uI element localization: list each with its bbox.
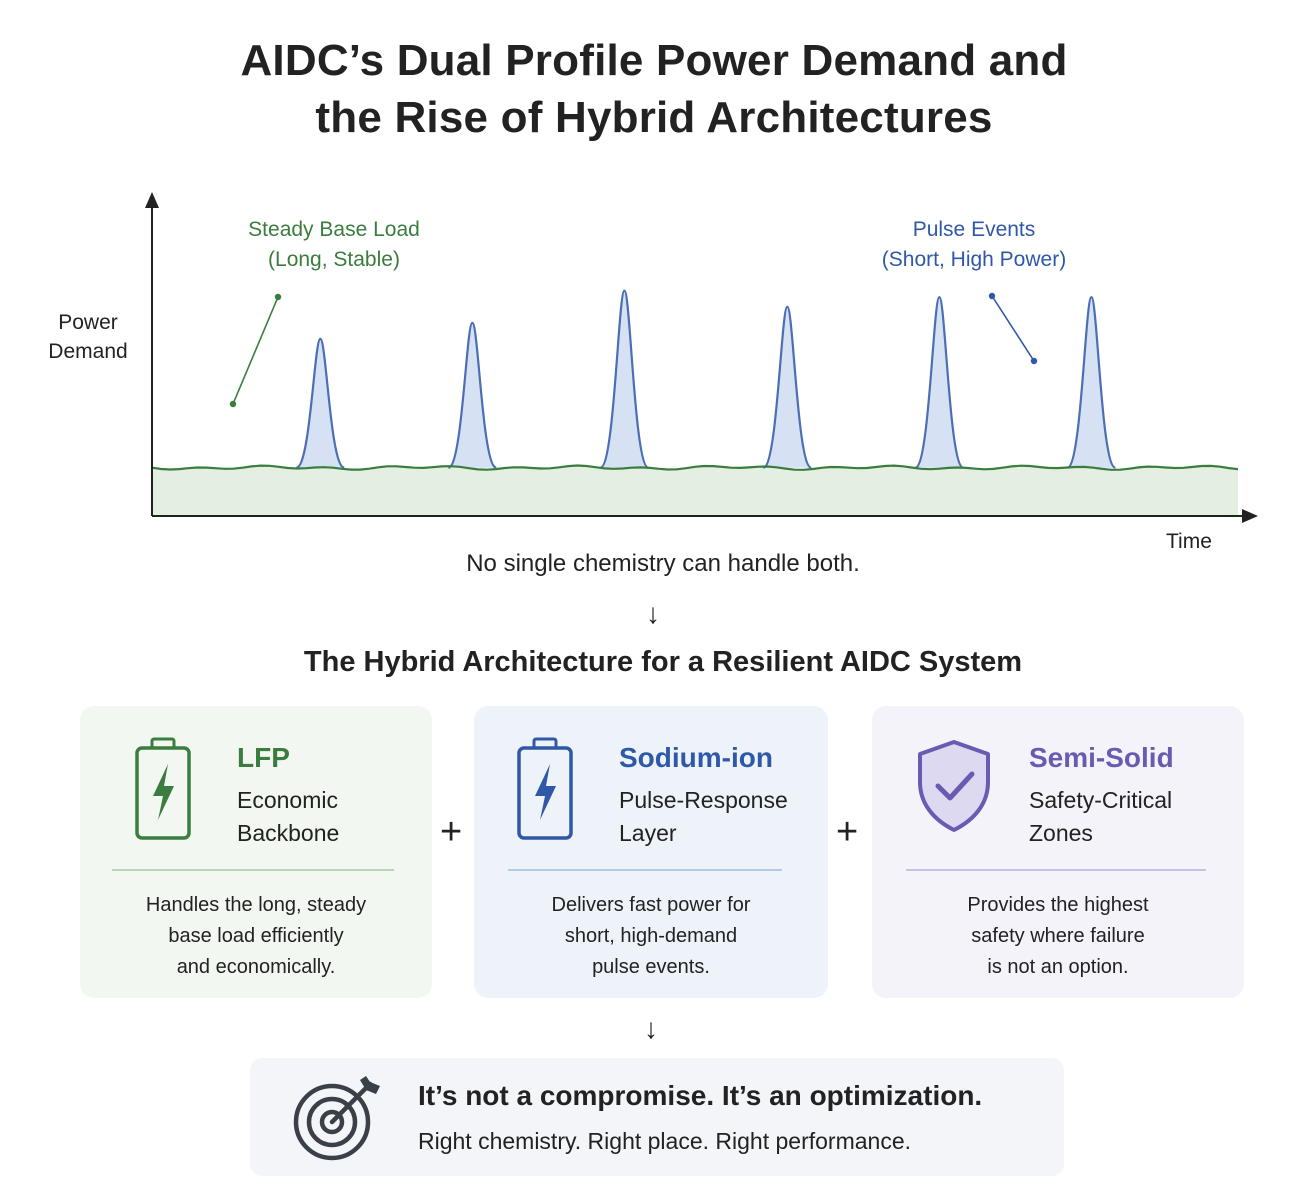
pulse-leader-dot — [1030, 357, 1038, 365]
page-title: AIDC’s Dual Profile Power Demand and the… — [0, 32, 1308, 146]
battery-bolt-icon — [134, 736, 194, 847]
chemistry-note: No single chemistry can handle both. — [466, 550, 860, 577]
card-sodium-ion: Sodium-ion Pulse-Response Layer Delivers… — [474, 706, 828, 998]
pulse-event-4 — [762, 305, 813, 469]
shield-check-icon — [912, 736, 996, 841]
target-arrow-icon — [292, 1074, 384, 1169]
card-sodium-ion-description: Delivers fast power for short, high-dema… — [474, 890, 828, 983]
card-lfp-name: LFP — [237, 742, 290, 773]
y-axis-arrow-icon — [145, 192, 159, 208]
card-sodium-ion-role: Pulse-Response Layer — [619, 784, 788, 850]
y-axis-label-line-2: Demand — [48, 340, 128, 363]
x-axis-label: Time — [1166, 530, 1212, 553]
annotation-pulse-events: Pulse Events (Short, High Power) — [850, 215, 1098, 275]
pulse-leader-dot — [988, 292, 996, 300]
card-lfp: LFP Economic Backbone Handles the long, … — [80, 706, 432, 998]
card-lfp-desc-line-2: base load efficiently — [168, 925, 344, 947]
down-arrow-icon: ↓ — [644, 1013, 658, 1044]
annotation-base-load-line-1: Steady Base Load — [248, 218, 420, 241]
annotation-pulse-line-1: Pulse Events — [912, 218, 1036, 241]
plus-icon: + — [836, 811, 859, 853]
card-semi-solid-desc-line-3: is not an option. — [987, 956, 1129, 978]
pulse-event-1 — [295, 337, 345, 469]
card-lfp-desc-line-3: and economically. — [176, 956, 336, 978]
card-lfp-description: Handles the long, steady base load effic… — [80, 890, 432, 983]
conclusion-tagline: Right chemistry. Right place. Right perf… — [418, 1128, 911, 1154]
card-sodium-ion-name: Sodium-ion — [619, 742, 773, 773]
card-semi-solid-desc-line-1: Provides the highest — [967, 894, 1149, 916]
card-semi-solid-divider — [906, 869, 1206, 871]
base-load-leader-line — [232, 296, 279, 405]
card-lfp-divider — [112, 869, 394, 871]
base-load-leader-dot — [229, 400, 237, 408]
pulse-fill-3 — [600, 290, 649, 468]
card-sodium-ion-desc-line-1: Delivers fast power for — [551, 894, 751, 916]
card-lfp-role-line-1: Economic — [237, 787, 338, 813]
base-load-line — [151, 464, 1239, 471]
pulse-event-2 — [447, 321, 498, 469]
card-sodium-ion-divider — [508, 869, 782, 871]
card-semi-solid-description: Provides the highest safety where failur… — [872, 890, 1244, 983]
title-line-2: the Rise of Hybrid Architectures — [315, 93, 993, 142]
y-axis-label-line-1: Power — [58, 311, 118, 334]
card-semi-solid-role: Safety-Critical Zones — [1029, 784, 1172, 850]
base-load-leader-dot — [274, 293, 282, 301]
conclusion-panel: It’s not a compromise. It’s an optimizat… — [250, 1058, 1064, 1176]
card-semi-solid-role-line-2: Zones — [1029, 820, 1093, 846]
annotation-base-load: Steady Base Load (Long, Stable) — [224, 215, 444, 275]
plus-icon: + — [440, 811, 463, 853]
annotation-pulse-line-2: (Short, High Power) — [881, 248, 1067, 271]
pulse-fill-5 — [915, 297, 964, 468]
card-semi-solid-role-line-1: Safety-Critical — [1029, 787, 1173, 813]
card-lfp-role: Economic Backbone — [237, 784, 339, 850]
card-sodium-ion-desc-line-3: pulse events. — [592, 956, 710, 978]
card-semi-solid: Semi-Solid Safety-Critical Zones Provide… — [872, 706, 1244, 998]
y-axis-label: Power Demand — [30, 308, 146, 366]
section-subtitle: The Hybrid Architecture for a Resilient … — [303, 646, 1023, 678]
card-sodium-ion-role-line-1: Pulse-Response — [619, 787, 788, 813]
pulse-event-6 — [1066, 295, 1117, 469]
card-lfp-role-line-2: Backbone — [237, 820, 340, 846]
card-sodium-ion-role-line-2: Layer — [619, 820, 677, 846]
card-lfp-desc-line-1: Handles the long, steady — [145, 894, 367, 916]
title-line-1: AIDC’s Dual Profile Power Demand and — [240, 36, 1068, 85]
pulse-event-5 — [914, 295, 965, 469]
battery-bolt-icon — [516, 736, 576, 847]
pulse-fill-6 — [1067, 297, 1116, 468]
pulse-event-3 — [599, 289, 650, 469]
pulse-fill-4 — [763, 306, 812, 468]
conclusion-headline: It’s not a compromise. It’s an optimizat… — [418, 1080, 983, 1111]
card-semi-solid-name: Semi-Solid — [1029, 742, 1174, 773]
base-load-area — [152, 465, 1238, 516]
x-axis-arrow-icon — [1242, 509, 1258, 523]
down-arrow-icon: ↓ — [646, 598, 660, 629]
card-semi-solid-desc-line-2: safety where failure — [971, 925, 1145, 947]
annotation-base-load-line-2: (Long, Stable) — [268, 248, 400, 271]
pulse-leader-line — [991, 295, 1035, 362]
card-sodium-ion-desc-line-2: short, high-demand — [564, 925, 738, 947]
power-demand-chart — [145, 192, 1258, 523]
pulse-fill-1 — [296, 338, 345, 468]
pulse-fill-2 — [448, 322, 497, 468]
chart-plot-area — [145, 192, 1258, 523]
